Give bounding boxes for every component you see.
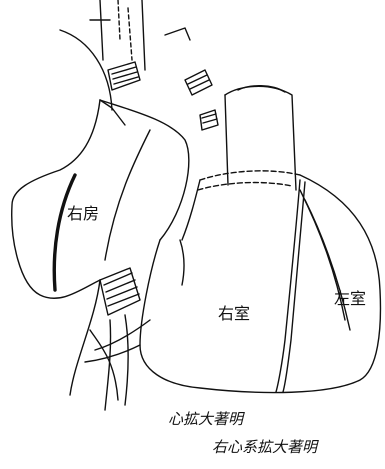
- ventricles: [85, 175, 380, 393]
- label-left-ventricle: 左室: [334, 291, 366, 307]
- right-atrium: [12, 100, 189, 395]
- great-artery: [198, 86, 300, 190]
- vessel-stubs: [108, 62, 218, 130]
- label-right-atrium: 右房: [67, 206, 99, 222]
- note-line-1: 心拡大著明: [168, 412, 243, 427]
- label-right-ventricle: 右室: [218, 306, 250, 322]
- superior-vessels: [60, 0, 190, 110]
- note-line-2: 右心系拡大著明: [212, 440, 317, 455]
- inferior-vessel-stub: [90, 268, 140, 410]
